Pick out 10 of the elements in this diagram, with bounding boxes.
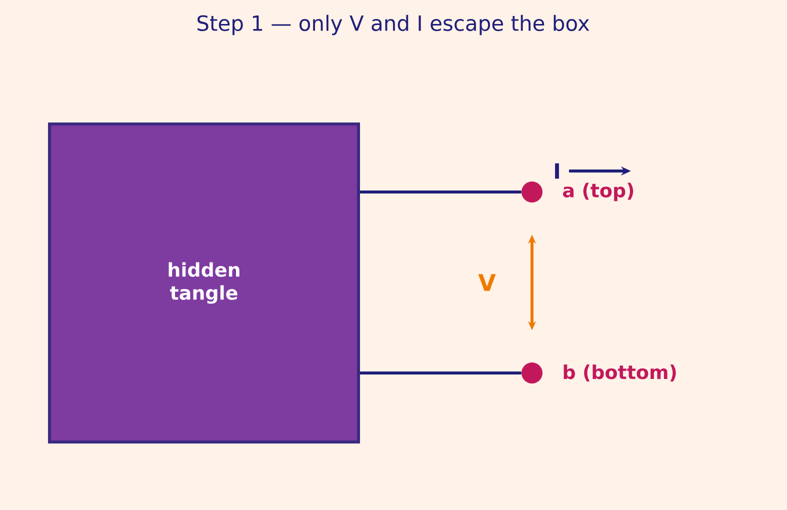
- terminal-label: b (bottom): [564, 364, 676, 382]
- wire: [360, 371, 522, 374]
- hidden-box: hidden tangle: [48, 122, 360, 444]
- terminal-dot: [522, 181, 542, 202]
- terminal-label: a (top): [563, 182, 634, 202]
- wire: [360, 190, 522, 194]
- edge-label: V: [478, 274, 496, 291]
- title: Step 1 — only V and I escape the box: [198, 14, 590, 36]
- terminal-dot: [522, 362, 542, 384]
- current-label: I: [555, 163, 559, 179]
